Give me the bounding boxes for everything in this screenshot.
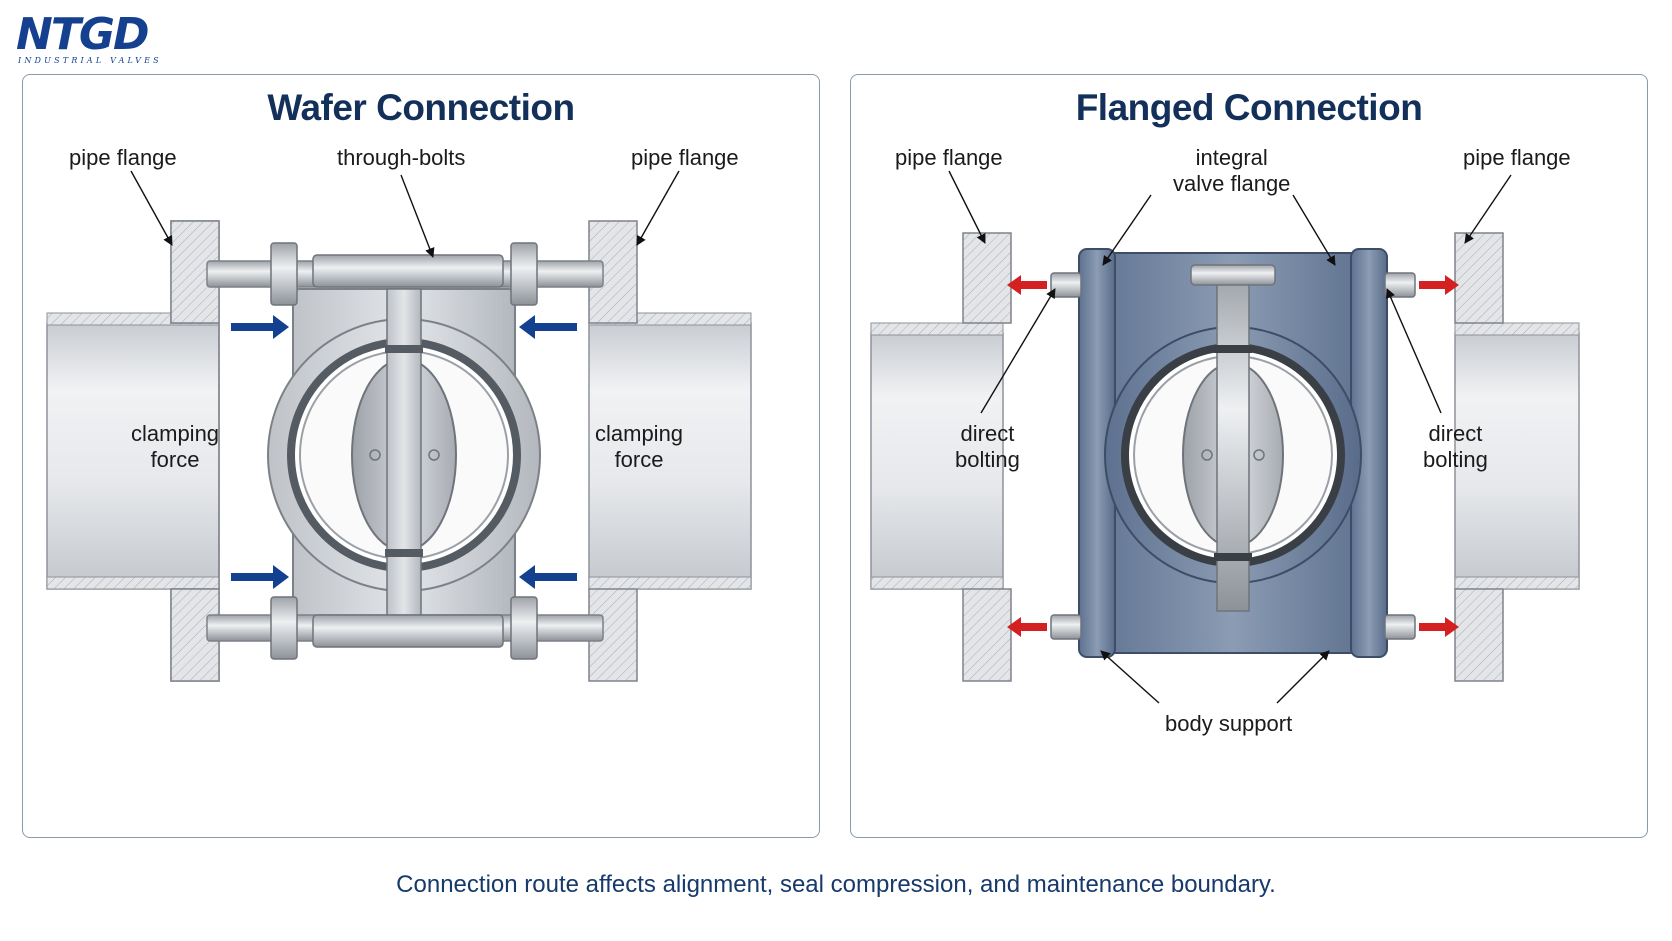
through-bolt-bottom	[206, 596, 604, 660]
panel-title: Flanged Connection	[1075, 87, 1423, 128]
bolting-force-arrows	[1007, 275, 1459, 637]
logo-tagline: INDUSTRIAL VALVES	[18, 56, 162, 65]
label-direct-bolting-right: direct bolting	[1423, 421, 1488, 472]
pipe-left	[870, 322, 1004, 590]
wafer-connection-panel: Wafer Connection pipe flange through-bol…	[22, 74, 820, 838]
pipe-right	[1454, 322, 1580, 590]
pipe-flange-left-shape	[962, 232, 1012, 682]
pipe-flange-right-shape	[1454, 232, 1504, 682]
leader-lines	[948, 170, 1512, 704]
panel-title: Wafer Connection	[267, 87, 575, 128]
logo-mark: NTGD	[16, 9, 149, 60]
through-bolt-top	[206, 242, 604, 306]
label-clamping-force-right: clamping force	[595, 421, 684, 472]
label-pipe-flange-left: pipe flange	[895, 145, 1003, 170]
label-pipe-flange-left: pipe flange	[69, 145, 177, 170]
wafer-diagram	[46, 170, 752, 682]
label-through-bolts: through-bolts	[337, 145, 466, 170]
flanged-diagram	[870, 170, 1580, 704]
label-direct-bolting-left: direct bolting	[955, 421, 1020, 472]
wafer-valve-body	[267, 288, 541, 620]
diagram-caption: Connection route affects alignment, seal…	[396, 871, 1276, 898]
label-pipe-flange-right: pipe flange	[1463, 145, 1571, 170]
label-pipe-flange-right: pipe flange	[631, 145, 739, 170]
leader-lines	[130, 170, 680, 258]
brand-logo: NTGD INDUSTRIAL VALVES	[16, 12, 176, 70]
label-body-support: body support	[1165, 711, 1293, 736]
clamping-arrows	[231, 315, 577, 589]
pipe-right	[588, 312, 752, 590]
flanged-valve-body	[1078, 248, 1388, 658]
flanged-connection-panel: Flanged Connection pipe flange integral …	[850, 74, 1648, 838]
label-clamping-force-left: clamping force	[131, 421, 220, 472]
label-integral-valve-flange: integral valve flange	[1173, 145, 1291, 196]
